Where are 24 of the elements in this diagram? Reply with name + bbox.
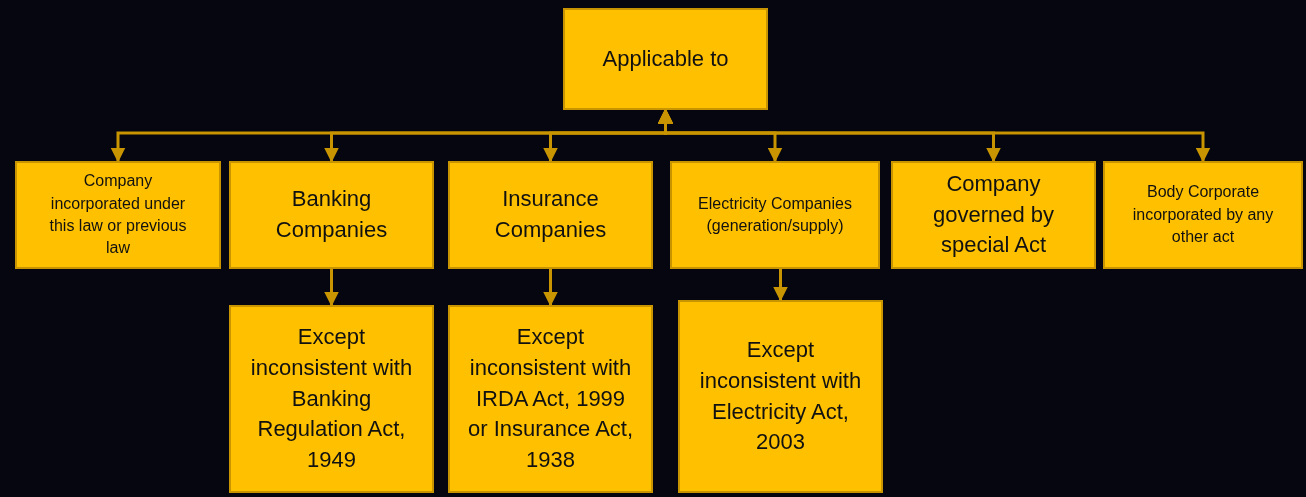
process-box <box>448 305 653 493</box>
box-label: Body Corporate incorporated by any other act <box>1131 182 1275 248</box>
connector-arrow <box>773 269 788 302</box>
connector-arrow <box>324 269 339 307</box>
box-label: Company governed by special Act <box>931 169 1056 260</box>
process-box <box>891 161 1096 269</box>
process-box <box>1103 161 1303 269</box>
process-box <box>670 161 880 269</box>
box-label: Insurance Companies <box>493 185 608 244</box>
connector-arrow <box>658 108 1211 163</box>
box-label: Except inconsistent with Electricity Act, 2003 <box>698 335 863 457</box>
process-box <box>229 305 434 493</box>
box-label: Company incorporated under this law or previous law <box>48 171 188 259</box>
box-label: Banking Companies <box>274 185 389 244</box>
box-label: Electricity Companies (generation/supply) <box>697 193 853 236</box>
connector-arrow <box>543 269 558 307</box>
process-box <box>563 8 768 110</box>
process-box <box>678 300 883 493</box>
box-label: Applicable to <box>602 44 729 73</box>
process-box <box>448 161 653 269</box>
box-label: Except inconsistent with IRDA Act, 1999 or Insurance Act, 1938 <box>466 323 635 475</box>
process-box <box>229 161 434 269</box>
box-label: Except inconsistent with Banking Regulation Act, 1949 <box>249 323 414 475</box>
process-box <box>15 161 221 269</box>
